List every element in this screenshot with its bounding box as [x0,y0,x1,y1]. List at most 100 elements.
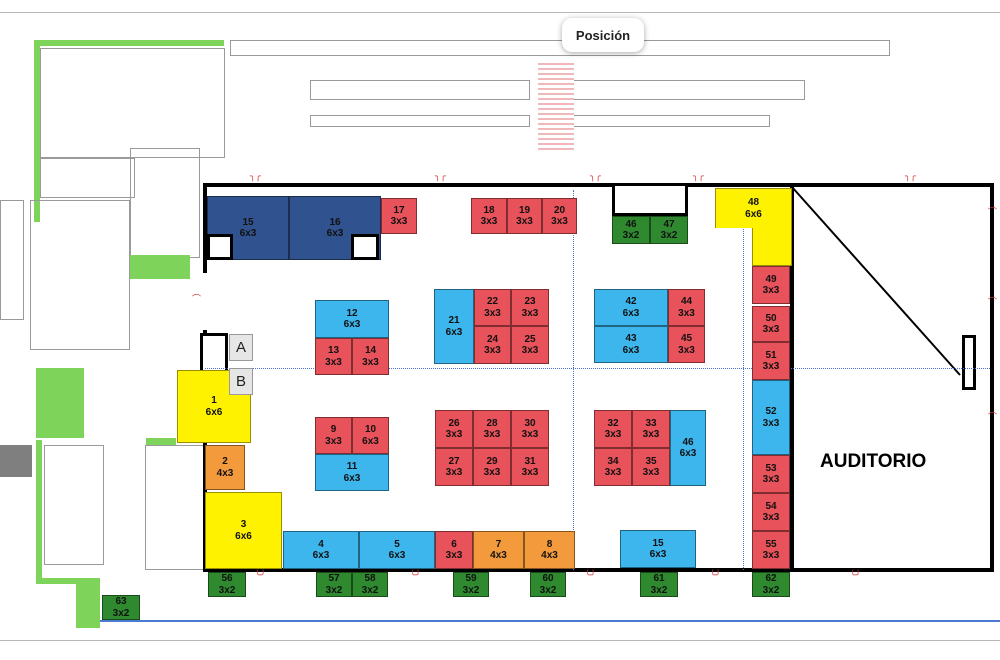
hall-wall-right [990,183,994,572]
hall-wall-left-upper [203,183,207,273]
door-icon: ⌒ [192,295,202,305]
garden-patch-2 [36,368,84,438]
auditorium-label: AUDITORIO [820,451,927,472]
lobby-area [40,158,135,198]
auditorium-wall [790,185,794,570]
service-area [145,445,205,570]
garden-patch-1 [130,255,190,279]
column-2 [351,234,379,260]
restaurant-area [40,48,225,158]
elevator-block [0,200,24,320]
marker-a[interactable]: A [229,334,253,361]
hall-wall-top-left [203,183,715,187]
door-icon: ╰╯ [255,571,266,581]
position-tooltip[interactable]: Posición [562,18,644,52]
column-1 [207,234,233,260]
hall-wall-top-right [715,183,991,187]
auditorium-screen [962,335,976,390]
hall-left [30,200,130,350]
counter-right-2 [570,115,770,127]
marker-b[interactable]: B [229,368,253,395]
aisle-horizontal [205,368,990,369]
aisle-vertical-1 [573,190,574,570]
left-gray-box [0,445,32,477]
bottom-border-line [0,640,1000,641]
garden-left [34,42,40,222]
aisle-vertical-2 [743,190,744,570]
restrooms [130,148,200,258]
bottom-blue-rail [100,620,1000,622]
door-icon: ╮╭ [250,172,261,182]
column-3 [612,183,688,216]
door-icon: ╰╯ [585,571,596,581]
auditorium-diagonal [791,186,961,376]
booth-48-extension[interactable] [752,228,792,266]
door-icon: ╮╭ [435,172,446,182]
hall-wall-bottom [203,568,991,572]
counter-right [570,80,805,100]
door-icon: ╰╯ [410,571,421,581]
garden-strip-bottom [36,440,42,580]
top-border-line [0,12,1000,13]
